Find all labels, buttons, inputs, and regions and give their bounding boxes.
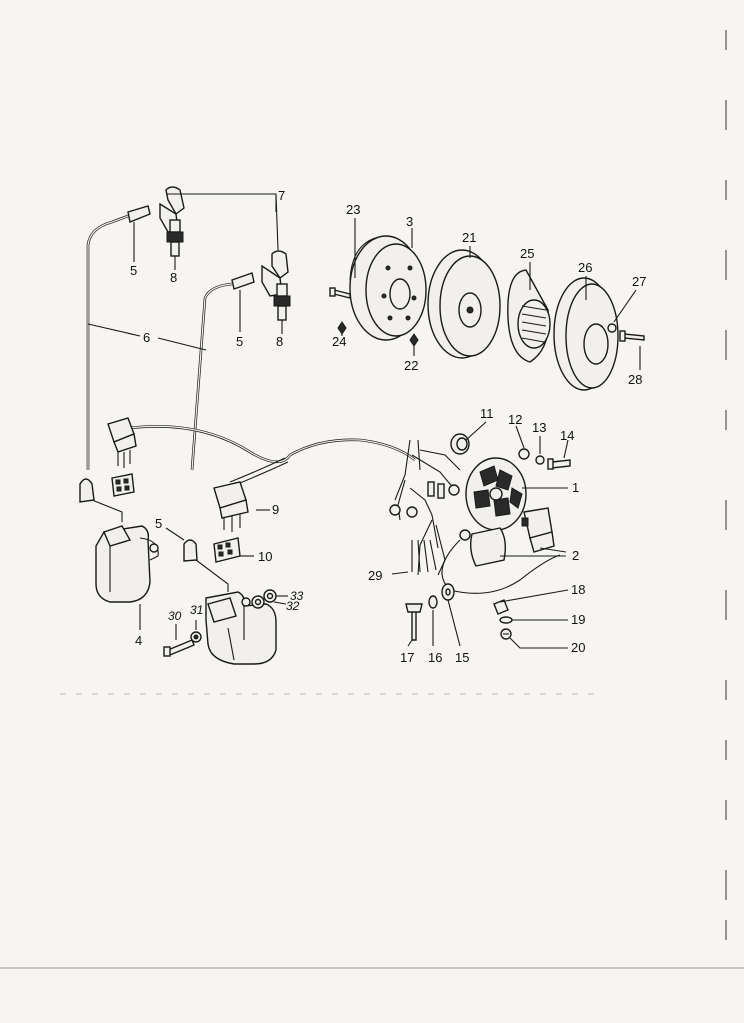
callout-28: 28 xyxy=(628,372,642,387)
lead-bundle xyxy=(411,539,437,573)
callout-1: 1 xyxy=(572,480,579,495)
connector-socket xyxy=(213,537,241,563)
callout-8-upper: 8 xyxy=(170,270,177,285)
ht-lead-right xyxy=(190,282,233,471)
spark-plug-upper xyxy=(166,219,184,262)
screw-20 xyxy=(500,628,512,640)
callout-10: 10 xyxy=(258,549,272,564)
callout-4: 4 xyxy=(135,633,142,648)
washer-12 xyxy=(518,448,530,460)
callout-5-lower: 5 xyxy=(155,516,162,531)
washer-13 xyxy=(535,455,545,465)
callout-2: 2 xyxy=(572,548,579,563)
plug-boot-left xyxy=(79,478,95,503)
washer-small xyxy=(337,321,347,335)
callout-20: 20 xyxy=(571,640,585,655)
ignition-coil-right xyxy=(205,591,277,665)
callout-32: 32 xyxy=(286,599,300,613)
callout-12: 12 xyxy=(508,412,522,427)
callout-27: 27 xyxy=(632,274,646,289)
callout-6: 6 xyxy=(143,330,150,345)
callout-33: 33 xyxy=(290,589,304,603)
leader-lines xyxy=(87,193,641,649)
callout-30: 30 xyxy=(168,609,182,623)
ignition-coil-left xyxy=(95,525,159,603)
connector-plug xyxy=(213,481,249,532)
rotor-plate xyxy=(427,249,501,359)
coil-bolt xyxy=(163,639,195,657)
plug-boot-upper xyxy=(127,205,151,223)
callout-24: 24 xyxy=(332,334,346,349)
cover-disc xyxy=(553,277,619,391)
callout-9: 9 xyxy=(272,502,279,517)
disc-screw xyxy=(619,330,645,342)
ht-lead-left xyxy=(86,214,129,470)
stator xyxy=(465,457,527,531)
plug-boot-lower xyxy=(183,539,198,562)
washer-19 xyxy=(499,616,513,624)
callout-31: 31 xyxy=(190,603,203,617)
callout-25: 25 xyxy=(520,246,534,261)
voltage-regulator xyxy=(469,527,507,567)
callout-8-lower: 8 xyxy=(276,334,283,349)
callout-21: 21 xyxy=(462,230,476,245)
callout-labels: 1 2 3 4 5 5 5 6 7 8 8 9 10 11 12 13 14 1… xyxy=(130,188,646,665)
grommet xyxy=(450,433,470,455)
screw-14 xyxy=(547,458,571,470)
plug-boot-middle xyxy=(231,272,255,290)
coil-nut xyxy=(251,595,265,609)
callout-5-middle: 5 xyxy=(236,334,243,349)
callout-14: 14 xyxy=(560,428,574,443)
callout-16: 16 xyxy=(428,650,442,665)
callout-7: 7 xyxy=(278,188,285,203)
connector-socket-upper xyxy=(111,473,135,497)
callout-22: 22 xyxy=(404,358,418,373)
flywheel xyxy=(349,235,427,341)
fan-hub xyxy=(507,269,551,363)
disc-washer xyxy=(607,323,617,333)
connector-housing-upper xyxy=(107,417,137,468)
callout-5-upper: 5 xyxy=(130,263,137,278)
flywheel-screw xyxy=(329,287,351,299)
coil-lockwasher xyxy=(263,589,277,603)
bolt-17 xyxy=(405,603,423,641)
callout-17: 17 xyxy=(400,650,414,665)
callout-29: 29 xyxy=(368,568,382,583)
callout-13: 13 xyxy=(532,420,546,435)
rivet-small xyxy=(409,333,419,347)
callout-18: 18 xyxy=(571,582,585,597)
coil-washer xyxy=(190,631,202,643)
callout-11: 11 xyxy=(480,406,494,421)
callout-26: 26 xyxy=(578,260,592,275)
callout-3: 3 xyxy=(406,214,413,229)
spark-plug-lower xyxy=(273,283,291,326)
washer-16 xyxy=(428,595,438,609)
wiring-harness xyxy=(129,425,561,594)
callout-19: 19 xyxy=(571,612,585,627)
pulser-coil xyxy=(521,507,555,553)
callout-15: 15 xyxy=(455,650,469,665)
washer-15 xyxy=(441,583,455,601)
callout-23: 23 xyxy=(346,202,360,217)
